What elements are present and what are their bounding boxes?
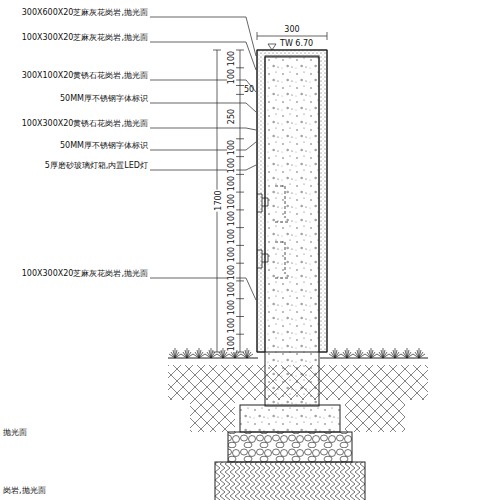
leader-line (150, 128, 256, 130)
leader-line (181, 348, 193, 358)
callout-text: 100X300X20黄锈石花岗岩,抛光面 (22, 119, 148, 128)
leader-line (389, 348, 401, 358)
leader-line (150, 103, 256, 112)
callout-text: 5厚磨砂玻璃灯箱,内置LED灯 (45, 161, 148, 170)
dimension-text: 100 (228, 228, 237, 245)
leader-line (150, 17, 256, 56)
leader-line (236, 85, 244, 86)
leader-line (236, 50, 244, 51)
dimension-text: 100 (228, 157, 237, 174)
dimension-text: 100 (228, 263, 237, 280)
leader-line (205, 348, 217, 358)
leader-line (150, 142, 256, 150)
callout-text: 100X300X20芝麻灰花岗岩,抛光面 (22, 269, 148, 278)
callout-text: 300X100X20黄锈石花岗岩,抛光面 (22, 71, 148, 80)
dimension-text: 100 (228, 317, 237, 334)
leader-line (236, 280, 244, 281)
dimension-text: 100 (228, 246, 237, 263)
leader-line (236, 174, 244, 175)
dimension-text: 100 (228, 334, 237, 351)
leader-line (236, 245, 244, 246)
leader-line (236, 138, 244, 139)
leader-line (236, 209, 244, 210)
leader-line (150, 165, 256, 170)
dimension-text: 50 (244, 85, 254, 94)
leader-line (401, 348, 413, 358)
leader-line (413, 348, 425, 358)
dimension-text: 100 (228, 210, 237, 227)
leader-line (169, 348, 181, 358)
callout-text: 50MM厚不锈钢字体标识 (60, 94, 148, 103)
dimension-text: 100 (228, 175, 237, 192)
leader-line (150, 278, 256, 300)
callout-text: 300X600X20芝麻灰花岗岩,抛光面 (22, 8, 148, 17)
leader-line (236, 156, 244, 157)
leader-line (236, 298, 244, 299)
leader-line (377, 348, 389, 358)
leader-line (236, 192, 244, 193)
dimension-text: 250 (228, 108, 237, 125)
callout-text: 抛光面 (3, 428, 27, 437)
dimension-text: 100 (228, 68, 237, 85)
dimension-text: 100 (228, 299, 237, 316)
dimension-text: 100 (228, 139, 237, 156)
leader-line (353, 348, 365, 358)
leader-line (236, 67, 244, 68)
leader-line (236, 263, 244, 264)
leader-line (241, 348, 253, 358)
leader-line (193, 348, 205, 358)
leader-line (329, 348, 341, 358)
dimension-text: 300 (284, 25, 299, 34)
leader-line (236, 352, 244, 353)
leader-line (236, 316, 244, 317)
leader-line (150, 42, 256, 70)
callout-text: 岗岩,抛光面 (3, 486, 46, 495)
callout-text: 50MM厚不锈钢字体标识 (60, 141, 148, 150)
leader-line (341, 348, 353, 358)
dimension-text: 1700 (213, 189, 222, 211)
dimension-text: 100 (228, 192, 237, 209)
leader-line (236, 94, 244, 95)
dimension-text: 100 (228, 50, 237, 67)
dimension-text: 100 (228, 281, 237, 298)
leader-line (365, 348, 377, 358)
leader-line (150, 80, 256, 92)
elevation-text: TW 6.70 (279, 39, 314, 48)
callout-text: 100X300X20芝麻灰花岗岩,抛光面 (22, 33, 148, 42)
leader-line (236, 227, 244, 228)
leader-line (236, 334, 244, 335)
